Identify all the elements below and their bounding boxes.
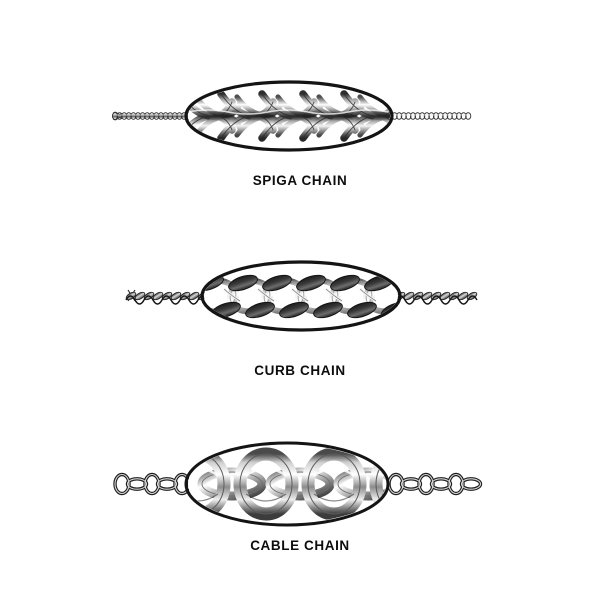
curb-outer-chain-left [125,289,209,305]
cable-magnified-detail [188,445,386,523]
cable-outer-chain-left [113,472,191,496]
figure-label-spiga: SPIGA CHAIN [252,173,348,188]
spiga-outer-chain-left [111,111,192,121]
spiga-magnified-detail [188,84,390,148]
magnifier-ellipse-cable [184,441,390,527]
magnifier-ellipse-curb [200,260,402,332]
magnifier-ellipse-spiga [184,80,394,152]
curb-outer-chain-right [394,291,478,305]
curb-chain-graphic [125,260,478,332]
spiga-chain-graphic [111,80,472,152]
figure-cable: CABLE CHAIN [0,390,600,600]
figure-spiga: SPIGA CHAIN [0,0,600,200]
figure-curb: CURB CHAIN [0,200,600,390]
curb-magnified-detail [204,264,398,328]
cable-outer-chain-right [387,472,483,496]
figure-label-cable: CABLE CHAIN [250,538,350,553]
spiga-outer-chain-right [386,112,472,120]
cable-chain-graphic [113,441,483,527]
figure-label-curb: CURB CHAIN [254,363,346,378]
